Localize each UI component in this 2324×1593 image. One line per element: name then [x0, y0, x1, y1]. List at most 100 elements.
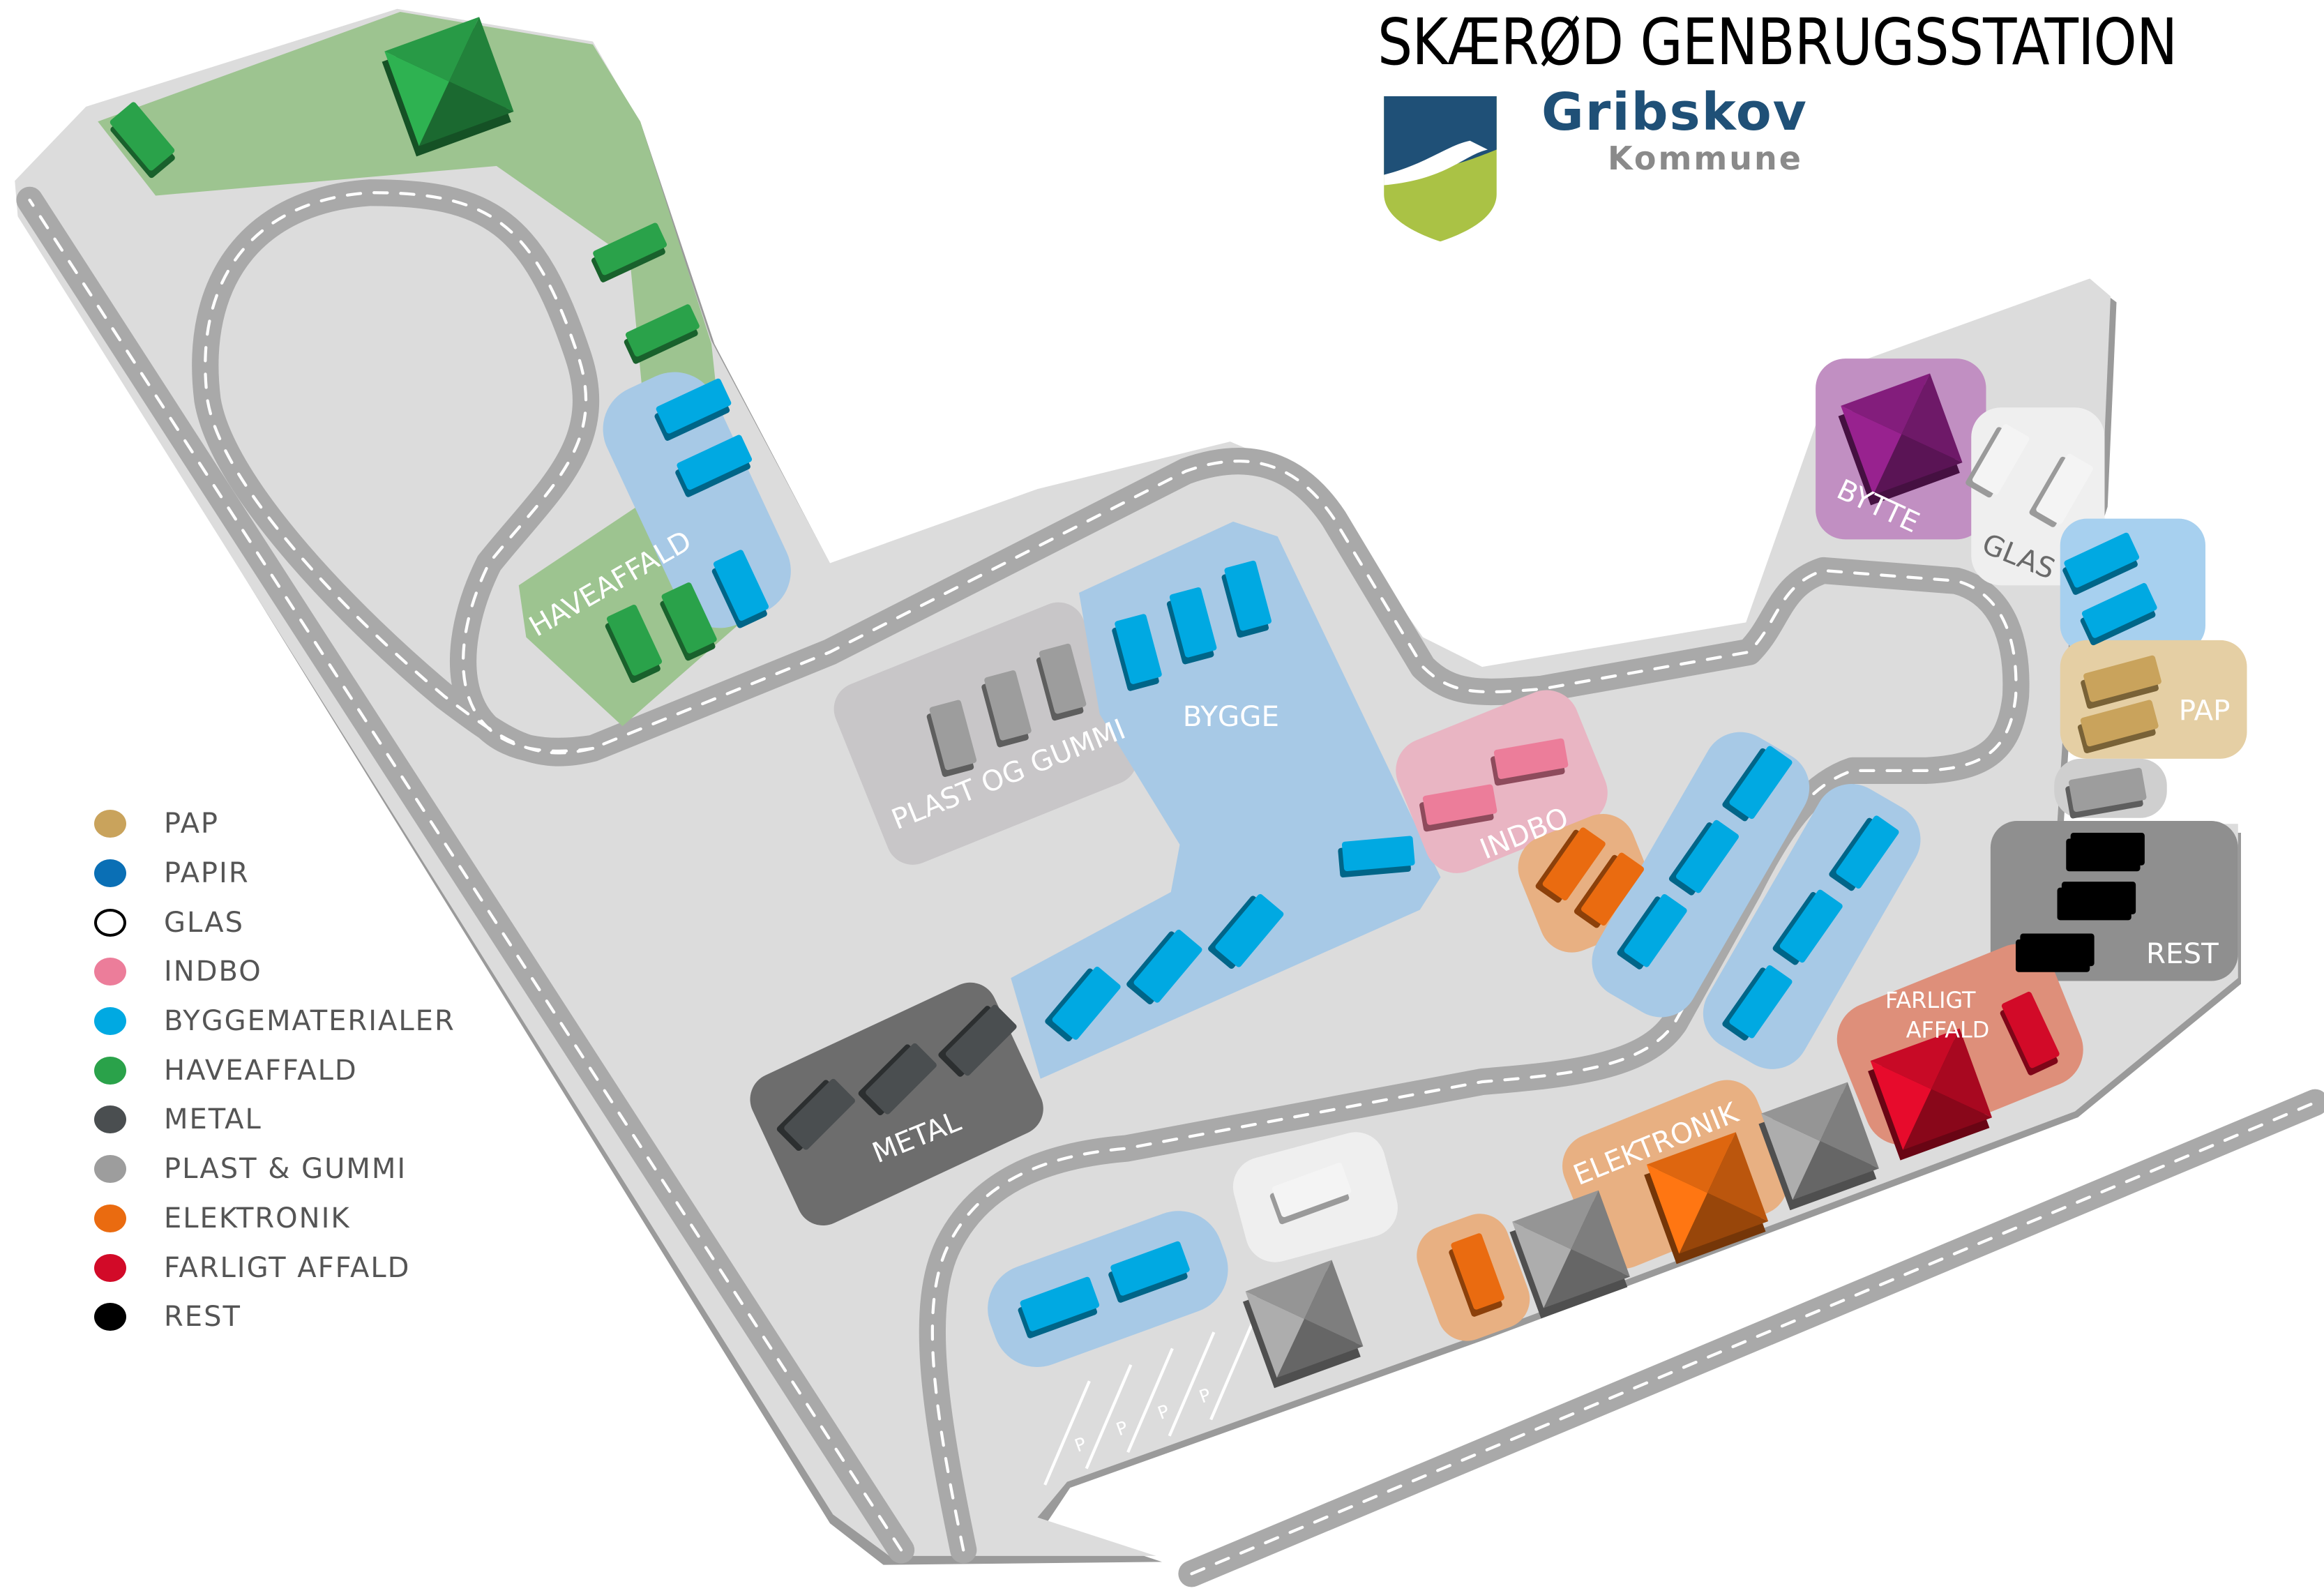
- legend-item: FARLIGT AFFALD: [94, 1243, 455, 1292]
- legend-color-dot-icon: [94, 958, 126, 986]
- legend-label: PAPIR: [164, 857, 250, 890]
- label-rest: REST: [2146, 937, 2219, 970]
- logo-sub: Kommune: [1608, 139, 1803, 177]
- container-haveaffald: [605, 605, 663, 684]
- container-haveaffald: [591, 222, 667, 282]
- container-elektronik: [1449, 1233, 1504, 1317]
- pyramid-haveaffald: [382, 17, 514, 157]
- pyramid-plast-gummi: [1509, 1190, 1630, 1319]
- container-glas: [1965, 424, 2030, 498]
- pyramid-elektronik: [1644, 1132, 1769, 1264]
- legend-color-dot-icon: [94, 1303, 126, 1331]
- container-glas: [1269, 1163, 1352, 1225]
- container-byggematerialer: [2080, 582, 2157, 646]
- container-haveaffald: [624, 304, 700, 364]
- legend-color-dot-icon: [94, 810, 126, 838]
- container-rest: [2066, 833, 2145, 872]
- zone-bygge: [1011, 521, 1441, 1079]
- container-byggematerialer: [1221, 560, 1272, 638]
- legend-color-dot-icon: [94, 1204, 126, 1232]
- container-farligt-affald: [2000, 991, 2060, 1075]
- legend-item: PLAST & GUMMI: [94, 1145, 455, 1194]
- parking-bay-line: [1085, 1364, 1133, 1470]
- legend-item: HAVEAFFALD: [94, 1045, 455, 1095]
- legend-item: ELEKTRONIK: [94, 1194, 455, 1244]
- container-metal: [776, 1078, 855, 1152]
- parking-bay-line: [1126, 1347, 1174, 1453]
- container-haveaffald: [660, 582, 717, 661]
- container-byggematerialer: [675, 435, 753, 497]
- legend-item: GLAS: [94, 898, 455, 947]
- legend-color-dot-icon: [94, 1155, 126, 1184]
- label-pap: PAP: [2179, 695, 2231, 727]
- pyramid-plast-gummi: [1758, 1082, 1879, 1211]
- container-plast-gummi: [981, 670, 1032, 748]
- container-rest: [2057, 882, 2136, 921]
- container-indbo: [1419, 784, 1497, 832]
- container-haveaffald: [110, 102, 175, 179]
- legend-item: PAPIR: [94, 849, 455, 898]
- legend-item: PAP: [94, 799, 455, 849]
- legend-label: PLAST & GUMMI: [164, 1153, 407, 1186]
- legend-label: INDBO: [164, 956, 262, 988]
- containers: [110, 102, 2161, 1338]
- legend-label: ELEKTRONIK: [164, 1202, 351, 1235]
- legend-color-dot-icon: [94, 1253, 126, 1282]
- legend-color-dot-icon: [94, 908, 126, 937]
- pyramid-bytte: [1838, 373, 1963, 506]
- container-byggematerialer: [1126, 929, 1202, 1005]
- pyramid-plast-gummi: [1242, 1260, 1364, 1389]
- road-centerline: [1190, 1101, 2317, 1576]
- road-centerline: [28, 198, 903, 1552]
- container-metal: [858, 1043, 937, 1116]
- gribskov-logo: Gribskov Kommune: [1381, 86, 2009, 251]
- zone-haveaffald: [98, 11, 741, 727]
- parking-bay-line: [1043, 1380, 1091, 1486]
- container-byggematerialer: [654, 378, 732, 441]
- legend-label: FARLIGT AFFALD: [164, 1251, 411, 1284]
- legend-item: REST: [94, 1292, 455, 1342]
- legend-label: HAVEAFFALD: [164, 1054, 358, 1087]
- container-plast-gummi: [1036, 643, 1087, 721]
- parking-bay-line: [1168, 1331, 1216, 1437]
- container-byggematerialer: [1772, 889, 1843, 965]
- legend-color-dot-icon: [94, 859, 126, 888]
- container-byggematerialer: [2062, 532, 2140, 595]
- label-affald: AFFALD: [1906, 1016, 1990, 1043]
- container-glas: [2029, 453, 2093, 527]
- container-pap: [2081, 655, 2161, 709]
- container-rest: [2016, 933, 2095, 972]
- gribskov-shield-icon: [1384, 96, 1497, 242]
- legend-label: REST: [164, 1301, 241, 1334]
- container-pap: [2077, 700, 2159, 754]
- container-byggematerialer: [1722, 746, 1793, 822]
- container-byggematerialer: [1166, 587, 1217, 665]
- pyramid-farligt-affald: [1868, 1028, 1993, 1161]
- label-farligt: FARLIGT: [1885, 987, 1976, 1013]
- container-byggematerialer: [711, 550, 769, 628]
- container-indbo: [1491, 738, 1569, 786]
- container-byggematerialer: [1668, 820, 1739, 896]
- container-byggematerialer: [1829, 815, 1899, 891]
- legend-color-dot-icon: [94, 1105, 126, 1134]
- legend-label: PAP: [164, 808, 220, 840]
- road-centerline: [204, 191, 2018, 1552]
- container-byggematerialer: [1617, 893, 1687, 969]
- logo-name: Gribskov: [1541, 82, 1808, 142]
- container-byggematerialer: [1722, 965, 1793, 1041]
- roads: [16, 179, 2324, 1587]
- container-plast-gummi: [926, 700, 977, 777]
- container-byggematerialer: [1338, 836, 1415, 878]
- legend-color-dot-icon: [94, 1007, 126, 1036]
- legend-item: INDBO: [94, 947, 455, 997]
- legend-label: BYGGEMATERIALER: [164, 1005, 455, 1038]
- parking-bay-line: [1209, 1315, 1257, 1421]
- container-byggematerialer: [1018, 1276, 1100, 1338]
- container-metal: [938, 1004, 1017, 1077]
- legend-item: BYGGEMATERIALER: [94, 997, 455, 1046]
- container-elektronik: [1574, 852, 1644, 928]
- legend-label: GLAS: [164, 906, 244, 939]
- legend-color-dot-icon: [94, 1056, 126, 1085]
- container-elektronik: [1535, 827, 1606, 903]
